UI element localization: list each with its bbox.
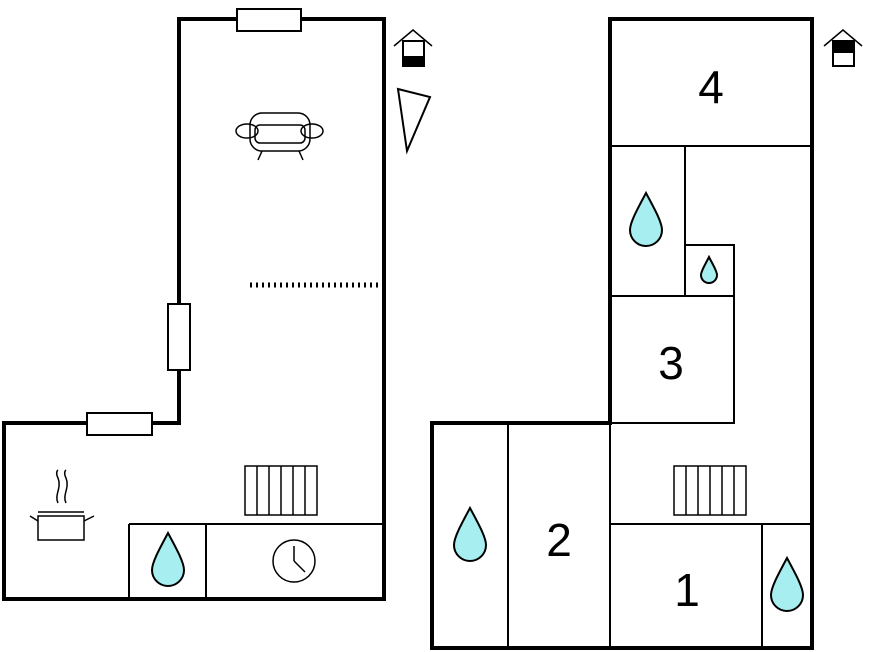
sofa-icon [235, 112, 324, 161]
water-drop-icon [150, 530, 186, 587]
upper-bath-walls [610, 146, 735, 297]
room-1-walls [610, 523, 812, 648]
floor-right: 4 3 2 1 [430, 17, 814, 650]
room-1-label: 1 [674, 564, 700, 616]
floor-left-outline [2, 17, 386, 601]
house-entrance-icon [393, 29, 433, 67]
water-drop-icon [628, 190, 664, 247]
radiator-icon [244, 465, 318, 516]
floor-right-outline [430, 17, 814, 650]
window-top [236, 8, 302, 32]
cooking-pot-icon [29, 469, 95, 541]
clock-icon [272, 539, 316, 583]
room-4-label: 4 [698, 61, 724, 113]
window-kitchen [86, 412, 153, 436]
north-arrow-icon [396, 87, 432, 155]
water-drop-icon [452, 505, 488, 562]
radiator-icon [673, 465, 747, 516]
water-drop-icon [699, 254, 719, 284]
room-2-label: 2 [546, 514, 572, 566]
water-drop-icon [769, 555, 805, 612]
house-entrance-icon [823, 29, 863, 67]
window-side [167, 303, 191, 371]
room-3-label: 3 [658, 337, 684, 389]
room-3-walls [610, 296, 735, 424]
floor-left [2, 8, 386, 601]
left-utility-partition [128, 523, 384, 599]
lower-walls [507, 423, 611, 648]
